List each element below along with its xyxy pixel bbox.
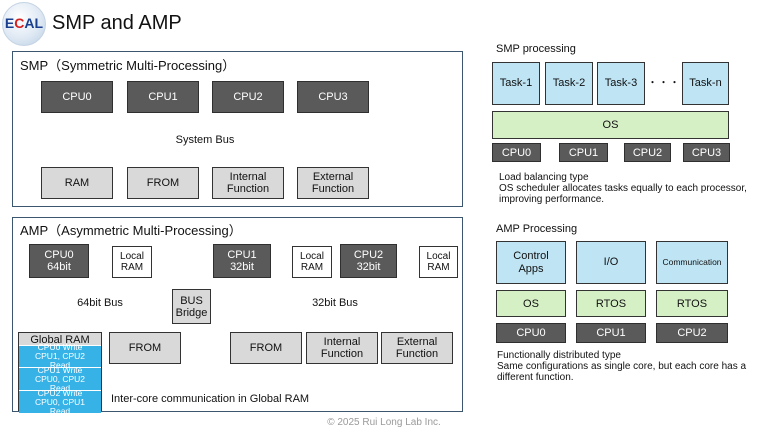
amp-panel-title: AMP（Asymmetric Multi-Processing）	[20, 223, 242, 238]
smp-external-function: External Function	[297, 167, 369, 199]
smp-cpu1: CPU1	[127, 81, 199, 113]
amp-processing-desc: Functionally distributed type Same confi…	[497, 350, 765, 383]
task-n: Task-n	[682, 62, 729, 105]
smp-proc-cpu2: CPU2	[624, 143, 671, 162]
amp-proc-cpu2: CPU2	[656, 323, 728, 343]
amp-cpu0: CPU0 64bit	[29, 244, 89, 278]
smp-desc-line-2: OS scheduler allocates tasks equally to …	[499, 183, 747, 194]
amp-desc-line-3: different function.	[497, 372, 574, 383]
amp-cpu0-local-ram: Local RAM	[112, 246, 152, 278]
smp-os: OS	[492, 111, 729, 139]
app-control-apps: Control Apps	[496, 241, 566, 284]
ecal-logo	[2, 2, 46, 46]
global-ram-cell-cpu1: CPU1 Write CPU0, CPU2 Read	[19, 365, 101, 392]
global-ram-label: Global RAM	[18, 332, 102, 346]
copyright-footer: © 2025 Rui Long Lab Inc.	[327, 417, 441, 428]
amp-external-function: External Function	[381, 332, 453, 364]
smp-processing-heading: SMP processing	[496, 43, 576, 55]
smp-proc-cpu3: CPU3	[683, 143, 730, 162]
smp-proc-cpu0: CPU0	[492, 143, 541, 162]
smp-ram: RAM	[41, 167, 113, 199]
amp-cpu2-local-ram: Local RAM	[419, 246, 458, 278]
amp-rtos-1: RTOS	[576, 290, 646, 317]
page-title: SMP and AMP	[52, 12, 182, 34]
global-ram-cell-cpu2: CPU2 Write CPU0, CPU1 Read	[19, 388, 101, 415]
smp-panel-title: SMP（Symmetric Multi-Processing）	[20, 58, 236, 73]
system-bus-label: System Bus	[175, 134, 235, 146]
amp-cpu1: CPU1 32bit	[213, 244, 271, 278]
task-ellipsis: ・・・	[647, 78, 681, 89]
smp-desc-line-1: Load balancing type	[499, 172, 589, 183]
smp-cpu2: CPU2	[212, 81, 284, 113]
amp-cpu2: CPU2 32bit	[340, 244, 397, 278]
amp-from-left: FROM	[109, 332, 181, 364]
amp-desc-line-2: Same configurations as single core, but …	[497, 361, 747, 372]
amp-proc-cpu0: CPU0	[496, 323, 566, 343]
global-ram-body: CPU0 Write CPU1, CPU2 Read CPU1 Write CP…	[18, 343, 102, 415]
amp-desc-line-1: Functionally distributed type	[497, 350, 621, 361]
smp-internal-function: Internal Function	[212, 167, 284, 199]
amp-from-right: FROM	[230, 332, 302, 364]
bus32-label: 32bit Bus	[312, 297, 358, 309]
amp-rtos-2: RTOS	[656, 290, 728, 317]
global-ram-cell-cpu0: CPU0 Write CPU1, CPU2 Read	[19, 343, 101, 370]
amp-cpu1-local-ram: Local RAM	[292, 246, 332, 278]
app-communication: Communication	[656, 241, 728, 284]
amp-proc-cpu1: CPU1	[576, 323, 646, 343]
bus64-label: 64bit Bus	[77, 297, 123, 309]
amp-os-0: OS	[496, 290, 566, 317]
amp-internal-function: Internal Function	[306, 332, 378, 364]
smp-cpu3: CPU3	[297, 81, 369, 113]
bus-bridge: BUS Bridge	[172, 289, 211, 324]
amp-processing-heading: AMP Processing	[496, 223, 578, 235]
smp-proc-cpu1: CPU1	[559, 143, 608, 162]
smp-from: FROM	[127, 167, 199, 199]
task-2: Task-2	[545, 62, 593, 105]
ecal-logo-text: ECAL	[4, 15, 44, 31]
task-3: Task-3	[597, 62, 645, 105]
smp-processing-desc: Load balancing type OS scheduler allocat…	[499, 172, 764, 205]
amp-caption: Inter-core communication in Global RAM	[111, 393, 310, 405]
smp-desc-line-3: improving performance.	[499, 194, 605, 205]
app-io: I/O	[576, 241, 646, 284]
smp-cpu0: CPU0	[41, 81, 113, 113]
task-1: Task-1	[492, 62, 540, 105]
